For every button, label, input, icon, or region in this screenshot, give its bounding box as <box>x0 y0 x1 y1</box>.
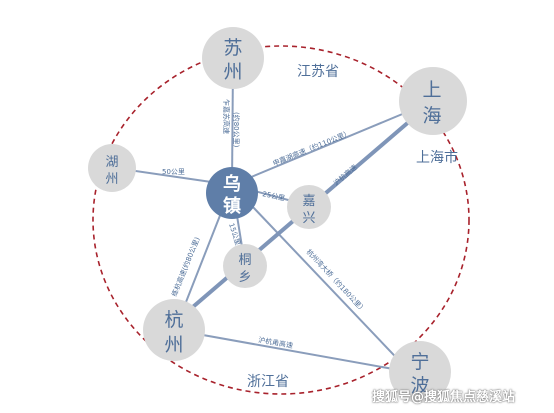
jiaxing-label-2: 兴 <box>302 211 315 226</box>
node-huzhou <box>88 144 136 192</box>
wuzhen-label-1: 乌 <box>223 173 241 195</box>
node-wuzhen <box>206 167 258 219</box>
tongxiang-label-1: 桐 <box>238 253 251 268</box>
route-label-jiaxing: 25公里 <box>262 190 286 203</box>
ningbo-label-2: 波 <box>410 375 429 397</box>
jiaxing-label-1: 嘉 <box>302 194 315 209</box>
route-label-ningbo: 杭州湾大桥（约180公里） <box>305 247 368 314</box>
boundary-ellipse <box>92 45 470 395</box>
route-label-suzhou-dist: (约80公里) <box>232 112 241 148</box>
route-line-hangzhou-ningbo <box>174 329 411 373</box>
node-ningbo <box>389 341 451 403</box>
route-label-rail: 沪杭高速 <box>332 163 359 188</box>
huzhou-label-2: 州 <box>105 172 118 187</box>
route-label-suzhou-road: 乍嘉苏高速 <box>222 99 231 134</box>
route-label-huzhou: 50公里 <box>162 168 185 176</box>
node-jiaxing <box>287 185 331 229</box>
route-label-hangzhou: 练杭高速(约80公里) <box>170 235 202 297</box>
watermark: 搜狐号@搜狐焦点慈溪站 <box>372 390 516 405</box>
route-line-shanghai <box>231 109 413 186</box>
route-line-ningbo <box>231 184 411 373</box>
node-shanghai <box>399 67 467 135</box>
hangzhou-label-1: 杭 <box>164 309 183 331</box>
tongxiang-label-2: 乡 <box>238 270 251 285</box>
shanghai-label-2: 海 <box>422 105 441 127</box>
huzhou-label-1: 湖 <box>105 155 118 170</box>
node-hangzhou <box>143 299 205 361</box>
ningbo-label-1: 宁 <box>410 351 429 373</box>
shanghai-label-1: 上 <box>422 79 441 101</box>
suzhou-label-2: 州 <box>223 61 242 83</box>
region-zhejiang: 浙江省 <box>247 374 289 390</box>
region-jiangsu: 江苏省 <box>297 64 339 80</box>
wuzhen-label-2: 镇 <box>223 195 241 217</box>
hangzhou-label-2: 州 <box>164 334 183 356</box>
node-tongxiang <box>223 244 267 288</box>
suzhou-label-1: 苏 <box>223 37 242 59</box>
route-label-shanghai: 申嘉湖高速（约110公里） <box>271 128 352 168</box>
node-suzhou <box>202 27 264 89</box>
region-shanghai: 上海市 <box>416 149 458 166</box>
